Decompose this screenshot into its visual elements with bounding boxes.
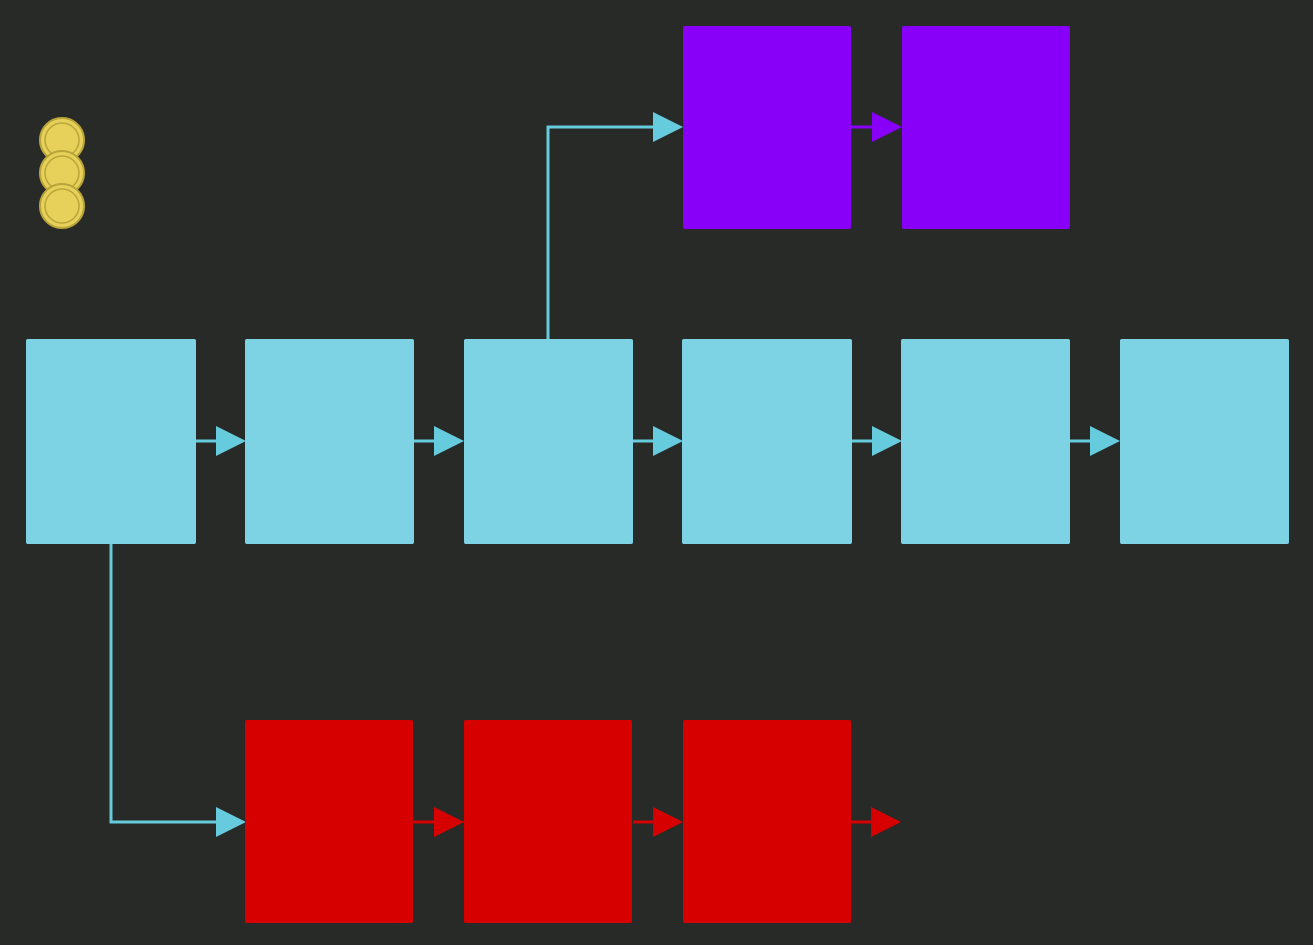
main-node-2 (245, 339, 414, 544)
main-node-4 (682, 339, 852, 544)
top-node-2 (902, 26, 1070, 229)
main-node-1 (26, 339, 196, 544)
main-node-5 (901, 339, 1070, 544)
bottom-branch (245, 720, 851, 923)
connectors (109, 112, 1120, 837)
bottom-node-1 (245, 720, 413, 923)
bottom-node-3 (683, 720, 851, 923)
coin-stack-icon (39, 117, 85, 229)
coin-icon (39, 183, 85, 229)
main-node-3 (464, 339, 633, 544)
main-node-6 (1120, 339, 1289, 544)
top-branch (683, 26, 1070, 229)
top-node-1 (683, 26, 851, 229)
branch-down-arrow (109, 544, 246, 837)
branch-up-arrow (546, 112, 683, 339)
bottom-node-2 (464, 720, 632, 923)
main-branch (26, 339, 1289, 544)
